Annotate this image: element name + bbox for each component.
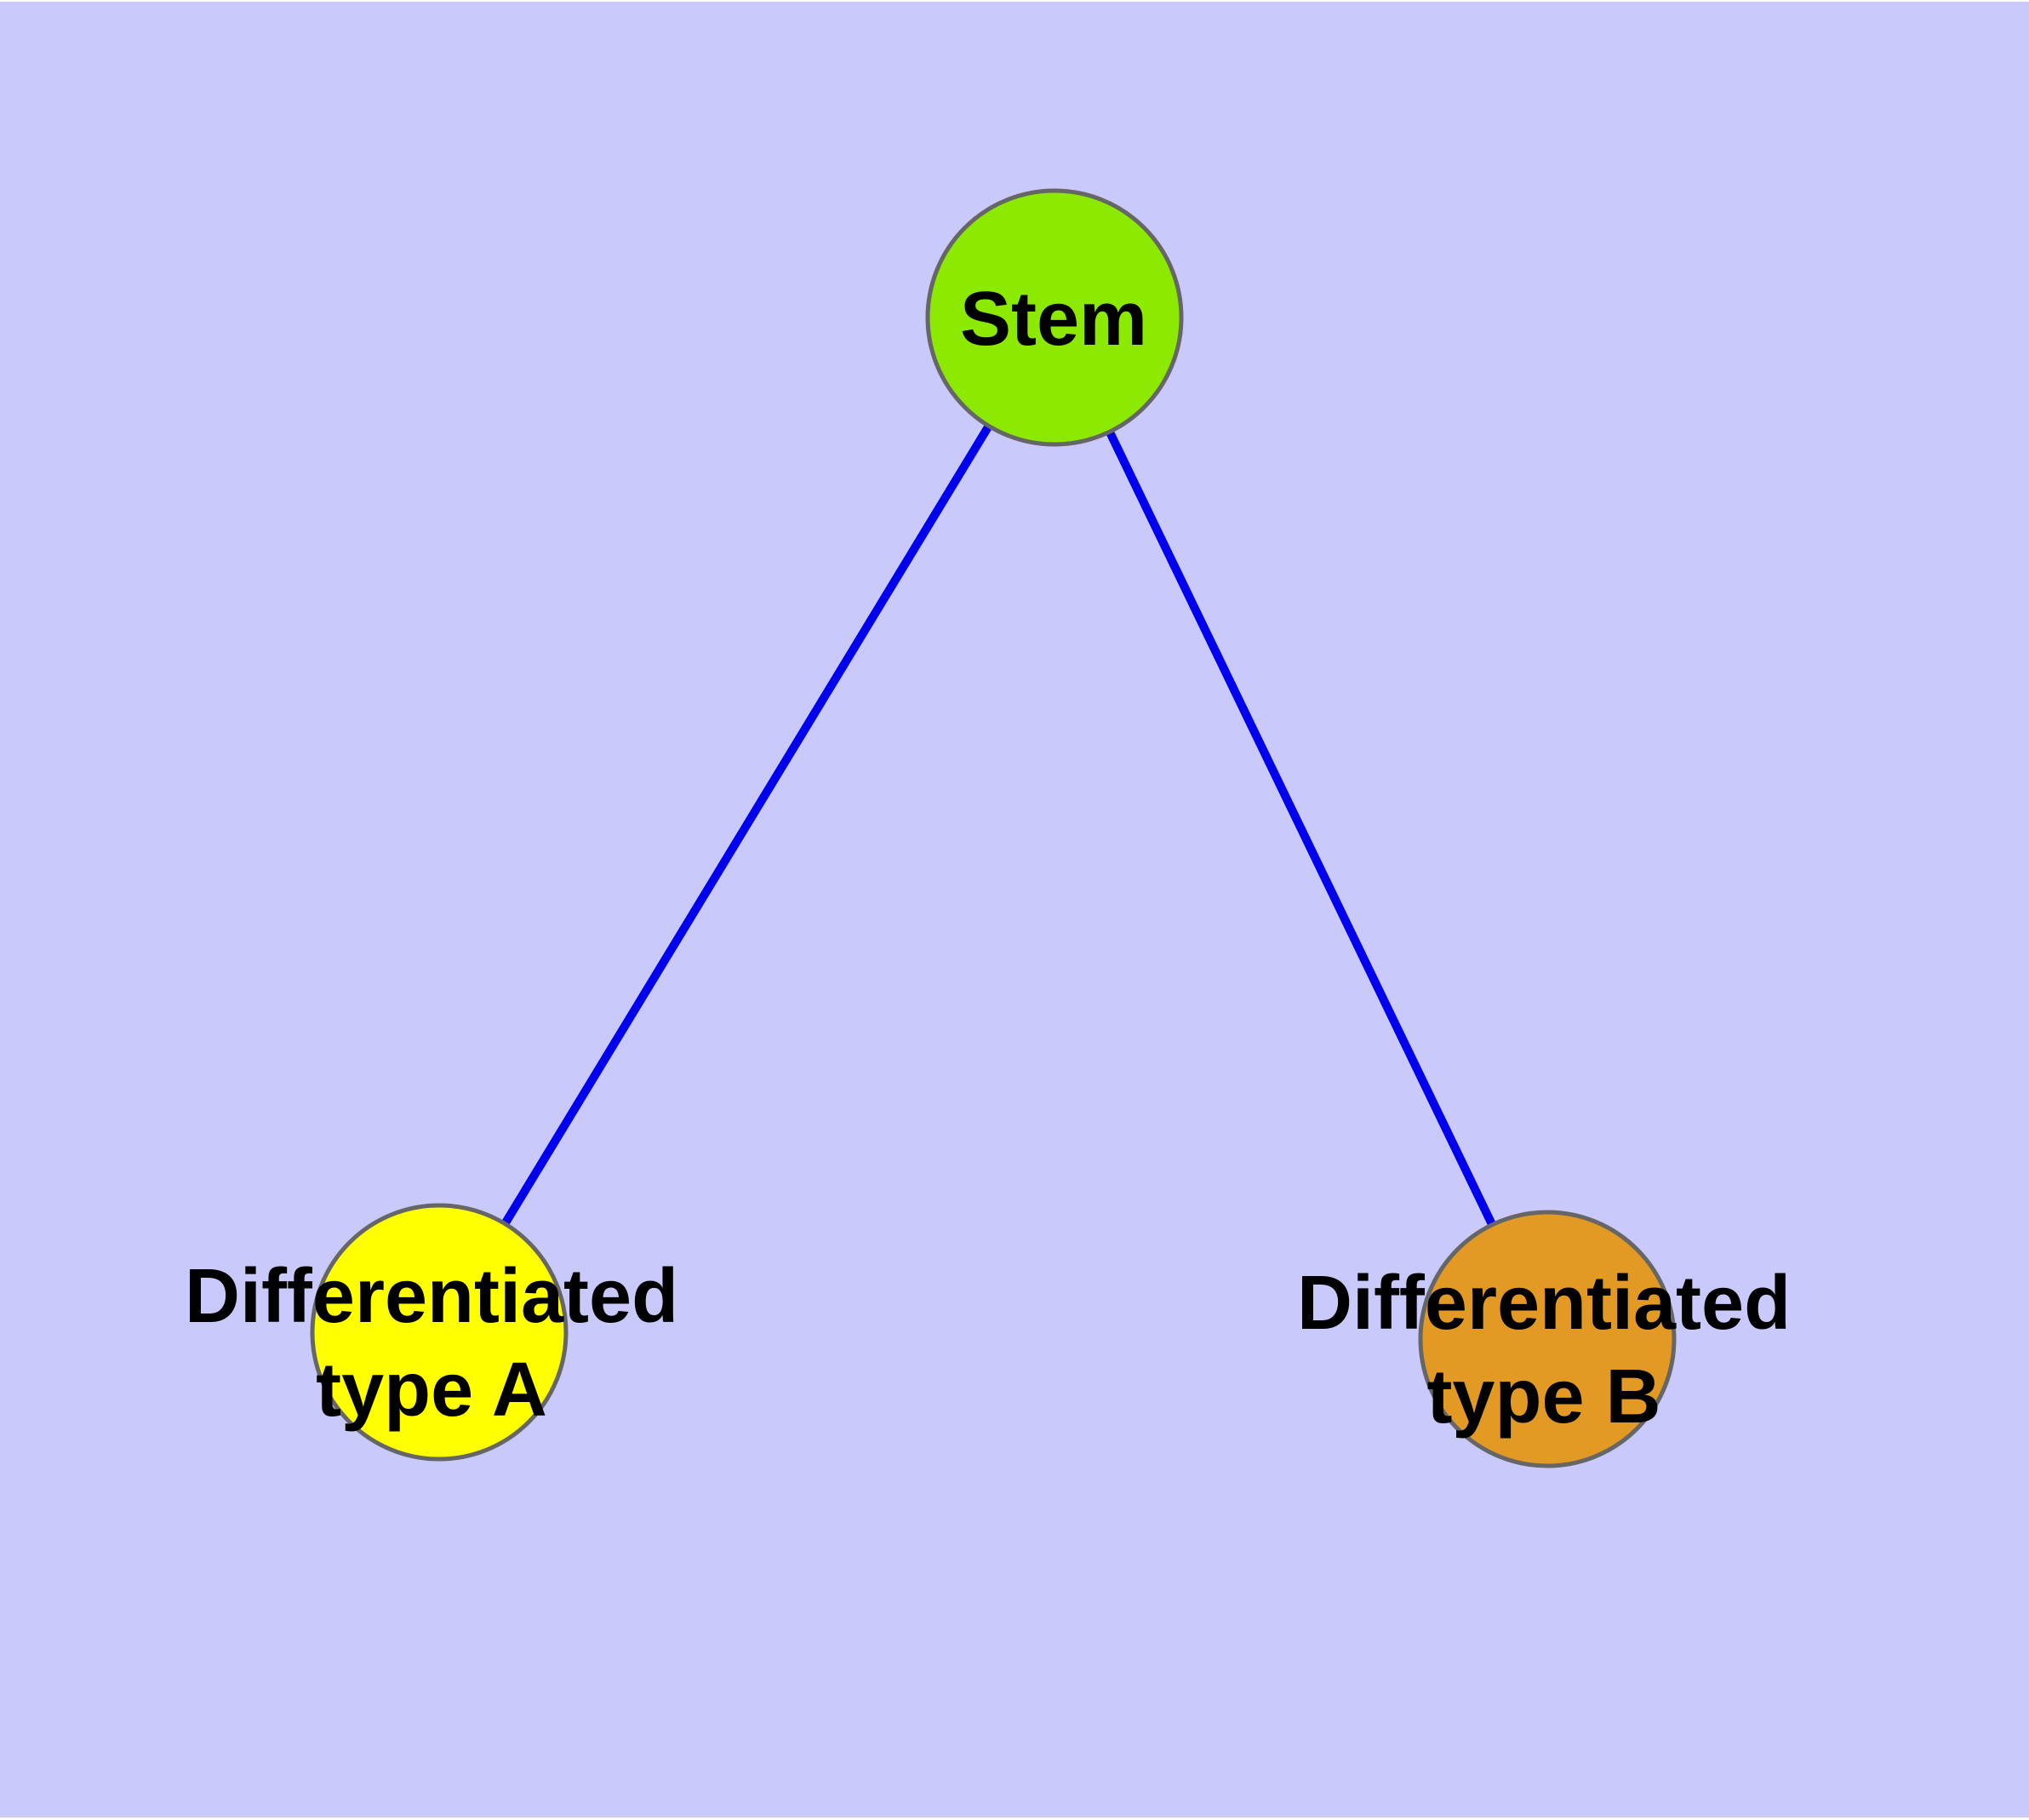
type-b-node-circle bbox=[1418, 1210, 1677, 1468]
edge-stem-to-type-b bbox=[1050, 315, 1552, 1342]
type-b-label-line1: Differentiated bbox=[1296, 1261, 1792, 1346]
type-b-node-label: Differentiated type B bbox=[1297, 1256, 1791, 1444]
type-a-label-line2: type A bbox=[316, 1348, 547, 1433]
type-a-label-line1: Differentiated bbox=[184, 1254, 679, 1339]
stem-node-circle bbox=[925, 188, 1184, 447]
type-b-label-line2: type B bbox=[1426, 1354, 1661, 1439]
type-a-node-label: Differentiated type A bbox=[185, 1250, 678, 1437]
stem-node-label-text: Stem bbox=[959, 277, 1148, 362]
type-a-node-circle bbox=[310, 1203, 569, 1462]
stem-node-label: Stem bbox=[960, 272, 1147, 366]
edge-stem-to-type-a bbox=[435, 315, 1059, 1335]
